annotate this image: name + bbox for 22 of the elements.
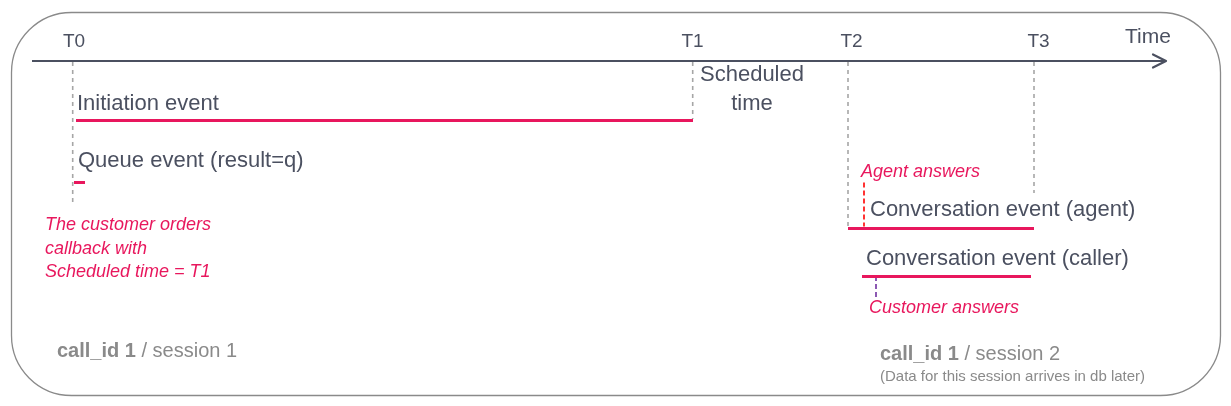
event-bar [848, 226, 1034, 230]
time-tick-label: T0 [63, 30, 86, 53]
event-label: Conversation event (caller) [866, 245, 1129, 272]
annotation-text: Customer answers [869, 297, 1020, 319]
event-label: Conversation event (agent) [870, 196, 1136, 223]
event-bar [74, 180, 85, 184]
time-tick-label: T1 [681, 30, 704, 53]
session-note: (Data for this session arrives in db later) [880, 367, 1146, 385]
leader-line [875, 276, 877, 298]
time-tick-label: T2 [840, 30, 863, 53]
session-label: call_id 1 / session 2 [880, 341, 1061, 365]
session-label: call_id 1 / session 1 [57, 337, 238, 362]
leader-line [863, 181, 865, 228]
time-tick-label: T3 [1027, 30, 1050, 53]
axis-title: Time [1125, 23, 1171, 49]
event-label: Queue event (result=q) [78, 147, 304, 174]
tick-caption: Scheduled time [699, 60, 805, 117]
event-bar [75, 119, 693, 122]
event-bar [862, 274, 1031, 278]
event-label: Initiation event [77, 90, 219, 117]
note-text: The customer orders callback with Scheduled time = T1 [45, 213, 213, 283]
annotation-text: Agent answers [861, 161, 981, 183]
